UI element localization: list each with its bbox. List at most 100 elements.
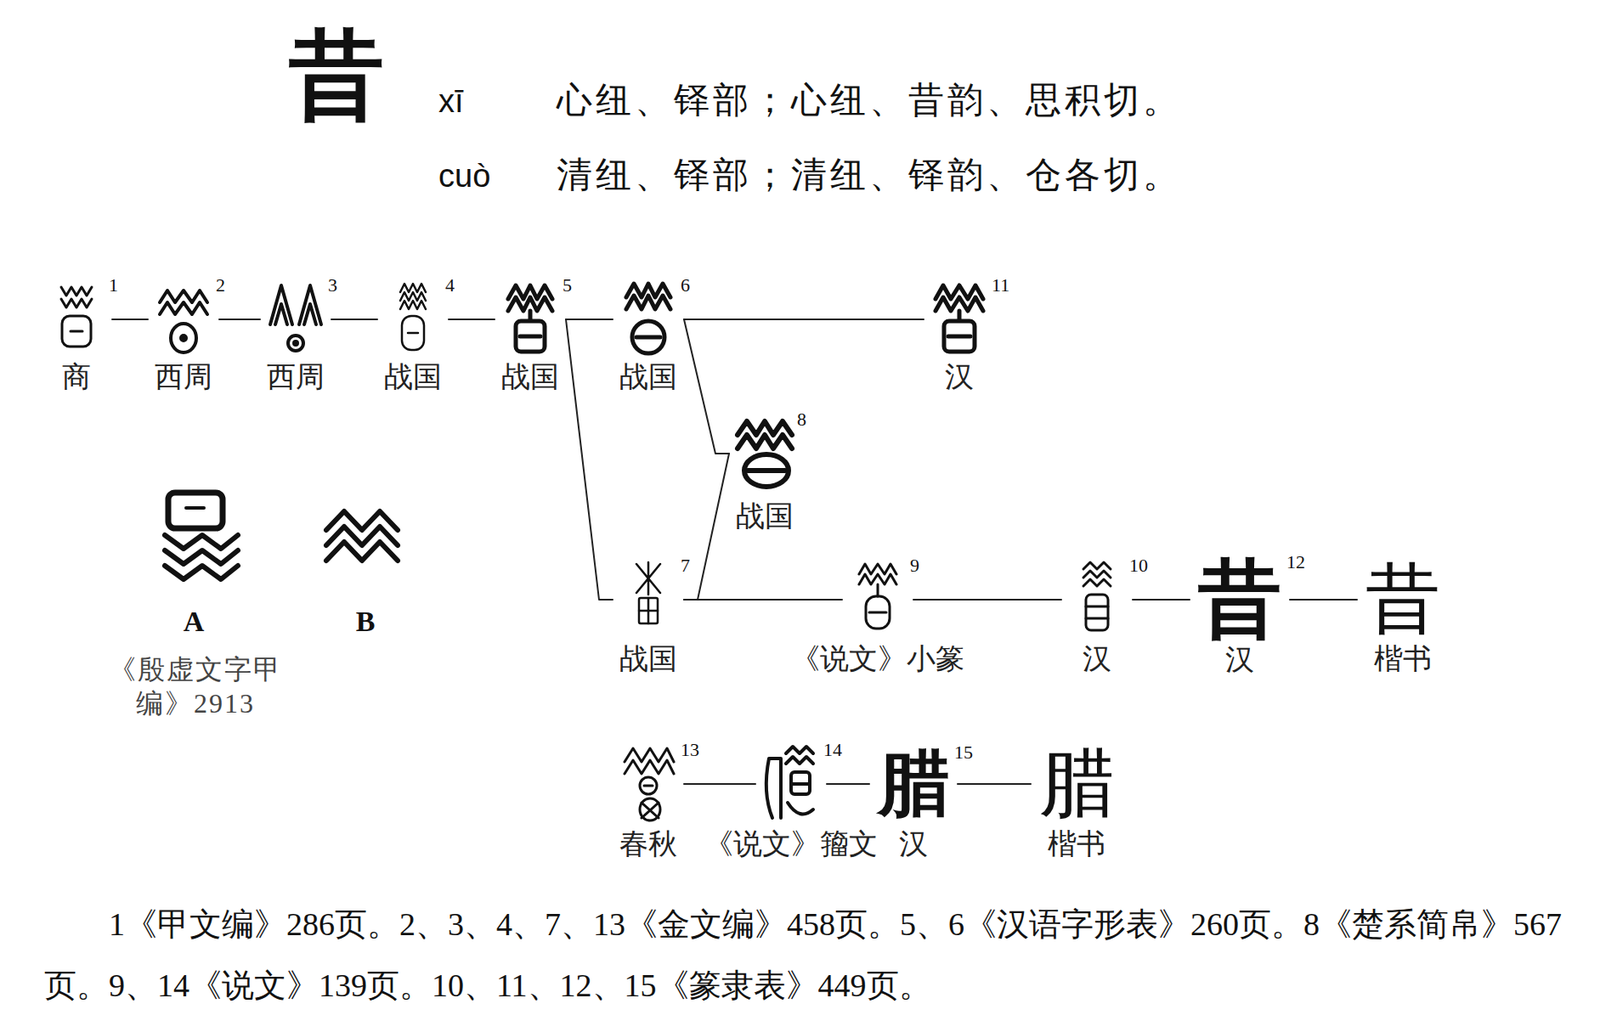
ancient-glyph	[859, 564, 897, 629]
glyph-stroke	[639, 798, 661, 821]
ancient-glyph	[737, 421, 792, 487]
evolution-line	[913, 599, 1062, 601]
evolution-line	[1289, 599, 1357, 601]
character-form-node: 腊15汉	[874, 748, 953, 820]
reading-note: cuò	[438, 158, 491, 196]
figure-source: 《殷虚文字甲编》2913	[93, 652, 298, 721]
ancient-glyph	[400, 283, 426, 351]
callout-number: 11	[991, 274, 1010, 296]
character-form-node: 5战国	[499, 281, 561, 358]
glyph-stroke	[638, 598, 658, 624]
character-form: 腊	[1035, 746, 1118, 822]
source-note: 1《甲文编》286页。2、3、4、7、13《金文编》458页。5、6《汉语字形表…	[44, 893, 1574, 1017]
era-label: 《说文》小篆	[791, 642, 965, 676]
evolution-line	[957, 783, 1031, 786]
character-form-node: 4战国	[382, 281, 444, 358]
callout-number: 14	[823, 739, 843, 761]
era-label: 《说文》籀文	[704, 827, 878, 861]
glyph-stroke	[168, 492, 223, 529]
glyph-stroke	[636, 562, 661, 624]
era-label: 汉	[898, 827, 928, 861]
era-label: 西周	[266, 360, 325, 394]
glyph-stroke	[944, 321, 975, 352]
evolution-line	[112, 318, 148, 321]
evolution-line	[684, 319, 730, 454]
glyph-stroke	[400, 283, 426, 334]
era-label: 战国	[501, 360, 560, 394]
ancient-glyph	[626, 283, 671, 354]
era-label: 楷书	[1047, 827, 1106, 861]
callout-number: 15	[954, 741, 973, 764]
evolution-line	[684, 599, 843, 601]
callout-number: 10	[1129, 554, 1148, 577]
glyph-stroke	[180, 335, 187, 341]
reading-note: 心纽、铎部；心纽、昔韵、思积切。	[556, 79, 1182, 121]
callout-number: 13	[680, 739, 700, 761]
callout-number: 2	[215, 274, 226, 296]
character-form-node: 昔12汉	[1194, 558, 1285, 642]
era-label: 楷书	[1373, 642, 1432, 676]
callout-number: 5	[562, 274, 572, 296]
character-form-node: 13春秋	[617, 746, 679, 823]
evolution-line	[448, 318, 495, 321]
ancient-glyph	[766, 746, 814, 819]
ancient-glyph	[159, 290, 208, 353]
glyph-stroke	[164, 535, 238, 580]
character-form-node: 14《说文》籀文	[760, 746, 822, 823]
callout-number: 3	[327, 274, 338, 296]
glyph-stroke	[632, 321, 665, 354]
character-form-node: 腊楷书	[1035, 746, 1118, 822]
glyph-stroke	[293, 341, 298, 345]
oracle-figure-b	[326, 511, 398, 561]
reading-note: 清纽、铎部；清纽、铎韵、仓各切。	[556, 154, 1182, 196]
callout-number: 1	[108, 274, 119, 296]
evolution-line	[219, 318, 261, 321]
callout-number: 6	[680, 274, 690, 296]
ancient-glyph	[935, 285, 984, 352]
evolution-line	[565, 319, 613, 600]
head-character: 昔	[288, 23, 385, 129]
glyph-stroke	[515, 321, 545, 352]
glyph-stroke	[401, 316, 425, 351]
era-label: 战国	[619, 642, 678, 676]
figure-letter: B	[356, 604, 376, 639]
callout-number: 9	[910, 554, 920, 577]
evolution-line	[565, 318, 613, 321]
glyph-stroke	[186, 506, 204, 510]
evolution-line	[684, 783, 756, 786]
glyph-stroke	[1085, 594, 1109, 631]
glyph-stroke	[791, 772, 810, 795]
era-label: 战国	[735, 499, 794, 533]
glyph-stroke	[62, 316, 91, 347]
ancient-glyph	[270, 285, 322, 351]
character-form-node: 11汉	[928, 281, 990, 358]
glyph-stroke	[326, 511, 398, 561]
character-form-node: 3西周	[265, 281, 327, 358]
era-label: 战国	[384, 360, 442, 394]
era-label: 春秋	[619, 827, 678, 861]
character-form-node: 2西周	[152, 281, 215, 358]
character-form: 腊	[874, 748, 953, 820]
reading-note: xī	[438, 83, 464, 121]
character-form-node: 1商	[45, 281, 108, 358]
era-label: 汉	[944, 360, 974, 394]
glyph-stroke	[865, 596, 890, 629]
glyph-stroke	[170, 323, 197, 353]
ancient-glyph	[1083, 562, 1111, 631]
evolution-line	[331, 318, 378, 321]
callout-number: 7	[680, 554, 690, 577]
oracle-figure-a	[164, 492, 238, 580]
character-form-node: 8战国	[734, 415, 796, 492]
figure-letter: A	[183, 604, 205, 639]
evolution-line	[684, 453, 730, 600]
era-label: 西周	[154, 360, 213, 394]
character-form-node: 6战国	[617, 281, 679, 358]
glyph-stroke	[288, 335, 304, 351]
glyph-stroke	[766, 746, 814, 819]
evolution-line	[1132, 599, 1190, 601]
character-form-node: 9《说文》小篆	[847, 561, 909, 639]
